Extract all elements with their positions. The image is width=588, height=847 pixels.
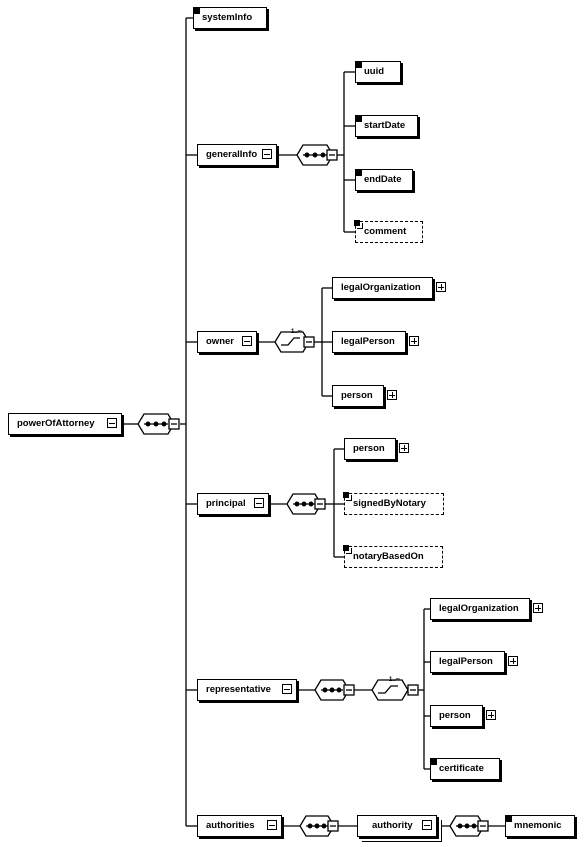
element-type-icon	[431, 759, 437, 765]
element-type-icon	[194, 8, 200, 14]
collapse-icon[interactable]	[267, 820, 277, 830]
expand-icon[interactable]	[508, 656, 518, 666]
element-label: endDate	[364, 174, 402, 185]
element-label: owner	[206, 336, 234, 347]
collapse-icon[interactable]	[262, 149, 272, 159]
expand-icon[interactable]	[486, 710, 496, 720]
collapse-icon[interactable]	[422, 820, 432, 830]
sequence-compositor-authority	[449, 815, 489, 837]
element-owner-legalperson[interactable]: legalPerson	[332, 331, 419, 353]
sequence-compositor-principal	[286, 493, 326, 515]
element-label: certificate	[439, 763, 484, 774]
element-label: uuid	[364, 66, 385, 77]
element-label: person	[439, 710, 471, 721]
element-type-icon	[506, 816, 512, 822]
element-type-icon	[343, 492, 349, 498]
element-principal-person[interactable]: person	[344, 438, 409, 460]
expand-icon[interactable]	[409, 336, 419, 346]
expand-icon[interactable]	[533, 603, 543, 613]
collapse-icon[interactable]	[242, 336, 252, 346]
choice-compositor-owner	[274, 331, 315, 353]
choice-multiplicity-representative: 1..∞	[389, 677, 400, 683]
sequence-compositor-root	[137, 413, 180, 435]
element-label: legalPerson	[439, 656, 493, 667]
sequence-compositor-representative	[314, 679, 355, 701]
element-powerofattorney[interactable]: powerOfAttorney	[8, 413, 122, 435]
element-authority[interactable]: authority	[357, 815, 437, 837]
element-authorities[interactable]: authorities	[197, 815, 282, 837]
collapse-icon[interactable]	[107, 418, 117, 428]
element-label: notaryBasedOn	[353, 551, 424, 562]
element-label: comment	[364, 226, 407, 237]
element-label: signedByNotary	[353, 498, 426, 509]
element-owner-person[interactable]: person	[332, 385, 397, 407]
element-mnemonic[interactable]: mnemonic	[505, 815, 575, 837]
element-label: legalPerson	[341, 336, 395, 347]
element-label: person	[353, 443, 385, 454]
element-systeminfo[interactable]: systemInfo	[193, 7, 267, 29]
element-label: legalOrganization	[439, 603, 519, 614]
element-type-icon	[356, 170, 362, 176]
element-startdate[interactable]: startDate	[355, 115, 418, 137]
expand-icon[interactable]	[399, 443, 409, 453]
element-label: person	[341, 390, 373, 401]
choice-compositor-representative	[371, 679, 419, 701]
element-type-icon	[354, 220, 360, 226]
element-representative-legalperson[interactable]: legalPerson	[430, 651, 518, 673]
element-label: powerOfAttorney	[17, 418, 95, 429]
sequence-compositor-generalinfo	[296, 144, 338, 166]
element-label: systemInfo	[202, 12, 253, 23]
element-representative-legalorganization[interactable]: legalOrganization	[430, 598, 543, 620]
sequence-compositor-authorities	[299, 815, 339, 837]
element-type-icon	[356, 62, 362, 68]
element-representative[interactable]: representative	[197, 679, 297, 701]
element-label: authority	[372, 820, 413, 831]
element-comment[interactable]: comment	[354, 220, 423, 243]
element-type-icon	[356, 116, 362, 122]
element-certificate[interactable]: certificate	[430, 758, 500, 780]
element-notarybasedon[interactable]: notaryBasedOn	[343, 545, 443, 568]
expand-icon[interactable]	[387, 390, 397, 400]
element-signedbynotary[interactable]: signedByNotary	[343, 492, 444, 515]
element-label: mnemonic	[514, 820, 562, 831]
choice-multiplicity-owner: 1..∞	[291, 329, 302, 335]
collapse-icon[interactable]	[282, 684, 292, 694]
collapse-icon[interactable]	[254, 498, 264, 508]
element-uuid[interactable]: uuid	[355, 61, 401, 83]
element-principal[interactable]: principal	[197, 493, 269, 515]
element-label: startDate	[364, 120, 406, 131]
element-label: principal	[206, 498, 246, 509]
element-label: legalOrganization	[341, 282, 421, 293]
element-enddate[interactable]: endDate	[355, 169, 413, 191]
element-label: generalInfo	[206, 149, 258, 160]
element-label: representative	[206, 684, 271, 695]
element-representative-person[interactable]: person	[430, 705, 496, 727]
element-owner[interactable]: owner	[197, 331, 257, 353]
element-type-icon	[343, 545, 349, 551]
element-owner-legalorganization[interactable]: legalOrganization	[332, 277, 446, 299]
element-label: authorities	[206, 820, 255, 831]
element-generalinfo[interactable]: generalInfo	[197, 144, 277, 166]
expand-icon[interactable]	[436, 282, 446, 292]
